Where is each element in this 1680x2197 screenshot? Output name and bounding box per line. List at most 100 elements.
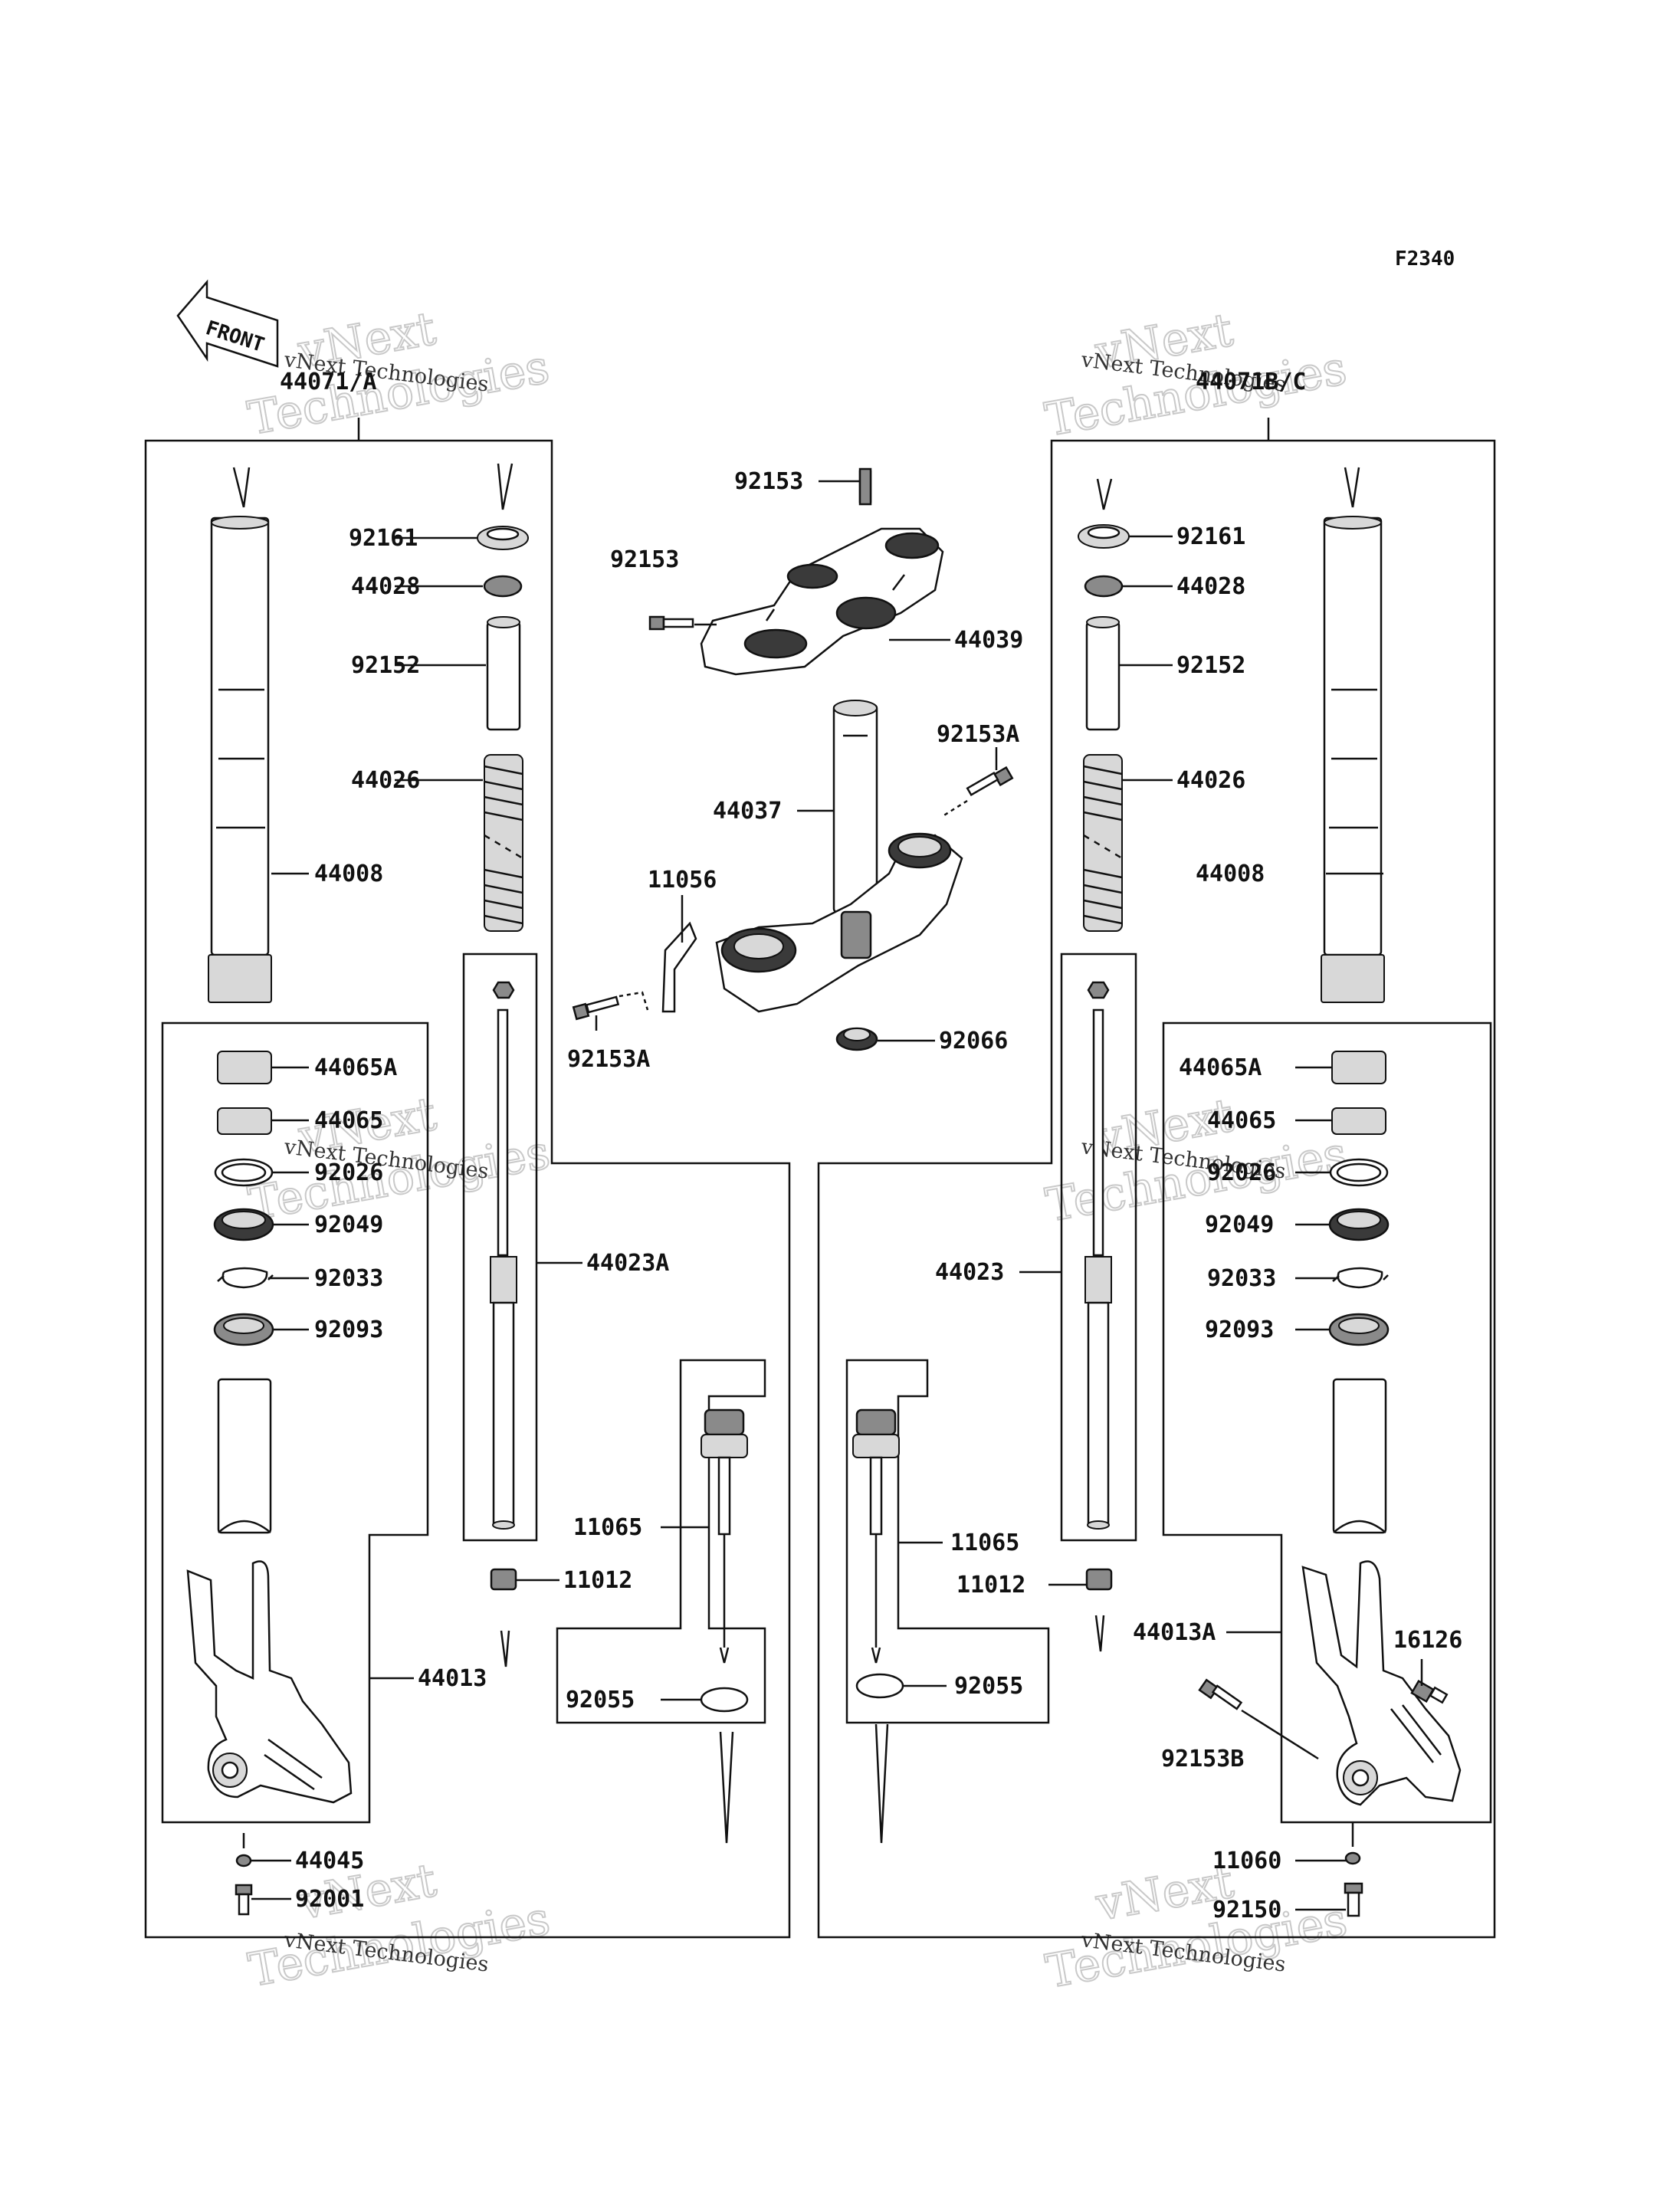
bracket-11056 [661, 921, 697, 1013]
left-inner-rod-box [462, 953, 538, 1542]
label-center-92153-mid: 92153 [610, 546, 679, 573]
right-dust-seal-92093 [1328, 1313, 1390, 1346]
right-cartridge-11065 [852, 1408, 900, 1664]
right-assembly-label: 44071B/C [1196, 369, 1307, 395]
bolt-92153A-left [572, 991, 649, 1021]
label-right-16126: 16126 [1393, 1627, 1462, 1654]
label-right-44065: 44065 [1207, 1107, 1276, 1134]
label-left-92152: 92152 [351, 652, 420, 679]
right-inner-tube [1332, 1378, 1387, 1534]
label-left-44065: 44065 [314, 1107, 383, 1134]
right-oil-seal-92049 [1328, 1208, 1390, 1241]
label-left-44013: 44013 [418, 1665, 487, 1692]
left-outer-tube-box [161, 1021, 429, 1824]
label-center-92153A-left: 92153A [567, 1046, 650, 1073]
left-bolt-92001 [235, 1884, 253, 1916]
left-washer-44045 [235, 1833, 252, 1867]
label-center-11056: 11056 [648, 867, 717, 894]
label-right-44023: 44023 [935, 1259, 1004, 1286]
right-collar-44028 [1084, 575, 1124, 598]
label-left-92001: 92001 [295, 1886, 364, 1913]
left-washer-92026 [214, 1158, 274, 1187]
left-leader-lines [251, 536, 709, 1900]
left-oil-seal-92049 [213, 1208, 274, 1241]
label-left-92049: 92049 [314, 1212, 383, 1238]
label-left-11012: 11012 [563, 1567, 632, 1594]
label-left-44028: 44028 [351, 573, 420, 600]
label-left-92026: 92026 [314, 1159, 383, 1186]
label-right-44013A: 44013A [1133, 1619, 1216, 1646]
left-cartridge-11065 [701, 1408, 748, 1664]
left-fork-tube-44008 [208, 467, 272, 1003]
label-right-44008: 44008 [1196, 861, 1265, 887]
right-bushing-44065 [1331, 1107, 1386, 1135]
right-washer-92026 [1329, 1158, 1389, 1187]
left-o-ring-92055 [700, 1687, 749, 1844]
right-bolt-92153B [1198, 1678, 1319, 1760]
right-inner-rod-box [1060, 953, 1137, 1542]
label-center-44037: 44037 [713, 798, 782, 825]
figure-code: F2340 [1395, 248, 1455, 271]
left-bushing-44065 [217, 1107, 272, 1135]
label-right-11012: 11012 [956, 1572, 1025, 1599]
label-left-44045: 44045 [295, 1848, 364, 1874]
label-center-92153A-right: 92153A [937, 721, 1019, 748]
right-cartridge-box [845, 1359, 1050, 1724]
label-right-11060: 11060 [1212, 1848, 1281, 1874]
right-bolt-16126 [1410, 1679, 1449, 1704]
label-center-92066: 92066 [939, 1028, 1008, 1054]
watermark-5: vNext Technologies [244, 1853, 554, 1999]
label-left-44023A: 44023A [586, 1250, 669, 1277]
right-fork-boundary [817, 439, 1496, 1939]
right-damper-rod-44023 [1084, 981, 1112, 1530]
label-left-44008: 44008 [314, 861, 383, 887]
right-leader-lines [898, 535, 1423, 1911]
label-right-44026: 44026 [1176, 767, 1245, 794]
left-inner-tube [217, 1378, 272, 1534]
label-left-92055: 92055 [566, 1687, 635, 1713]
label-left-92161: 92161 [349, 525, 418, 552]
left-spacer-92152 [486, 616, 521, 731]
bolt-92153-mid [648, 615, 694, 631]
left-cap-92161 [477, 463, 529, 550]
right-outer-tube-box [1162, 1021, 1492, 1824]
right-o-ring-92055 [855, 1673, 904, 1844]
left-cartridge-box [556, 1359, 766, 1724]
right-washer-11060 [1344, 1822, 1361, 1865]
label-right-92093: 92093 [1205, 1317, 1274, 1343]
right-outer-bottom-44013A [1301, 1560, 1462, 1806]
label-center-44039: 44039 [954, 627, 1023, 654]
label-right-92150: 92150 [1212, 1897, 1281, 1923]
label-left-44065A: 44065A [314, 1054, 397, 1081]
steering-stem-44037 [832, 700, 878, 913]
label-right-92033: 92033 [1207, 1265, 1276, 1292]
left-spring-44026 [484, 754, 523, 932]
bolt-92153A-right [942, 766, 1014, 818]
label-right-92026: 92026 [1207, 1159, 1276, 1186]
left-outer-bottom-44013 [186, 1560, 353, 1804]
right-bushing-11012 [1085, 1568, 1113, 1652]
label-right-92152: 92152 [1176, 652, 1245, 679]
right-bushing-44065A [1331, 1051, 1386, 1084]
left-assembly-label: 44071/A [280, 369, 376, 395]
label-left-92093: 92093 [314, 1317, 383, 1343]
right-spacer-92152 [1085, 616, 1121, 731]
left-fork-boundary [144, 439, 791, 1939]
bolt-92153-top [858, 467, 872, 506]
left-bushing-44065A [217, 1051, 272, 1084]
label-left-44026: 44026 [351, 767, 420, 794]
right-spring-44026 [1083, 754, 1123, 932]
label-right-44028: 44028 [1176, 573, 1245, 600]
left-damper-rod-44023A [490, 981, 517, 1530]
label-right-44065A: 44065A [1179, 1054, 1262, 1081]
label-left-92033: 92033 [314, 1265, 383, 1292]
upper-triple-clamp-44039 [700, 470, 944, 676]
left-snap-ring-92033 [217, 1267, 274, 1289]
lower-triple-clamp [715, 832, 963, 1013]
label-right-92153B: 92153B [1161, 1746, 1244, 1772]
label-center-92153-top: 92153 [734, 468, 803, 495]
label-left-11065: 11065 [573, 1514, 642, 1541]
left-bushing-11012 [490, 1568, 517, 1667]
front-arrow-icon: FRONT [176, 279, 279, 368]
